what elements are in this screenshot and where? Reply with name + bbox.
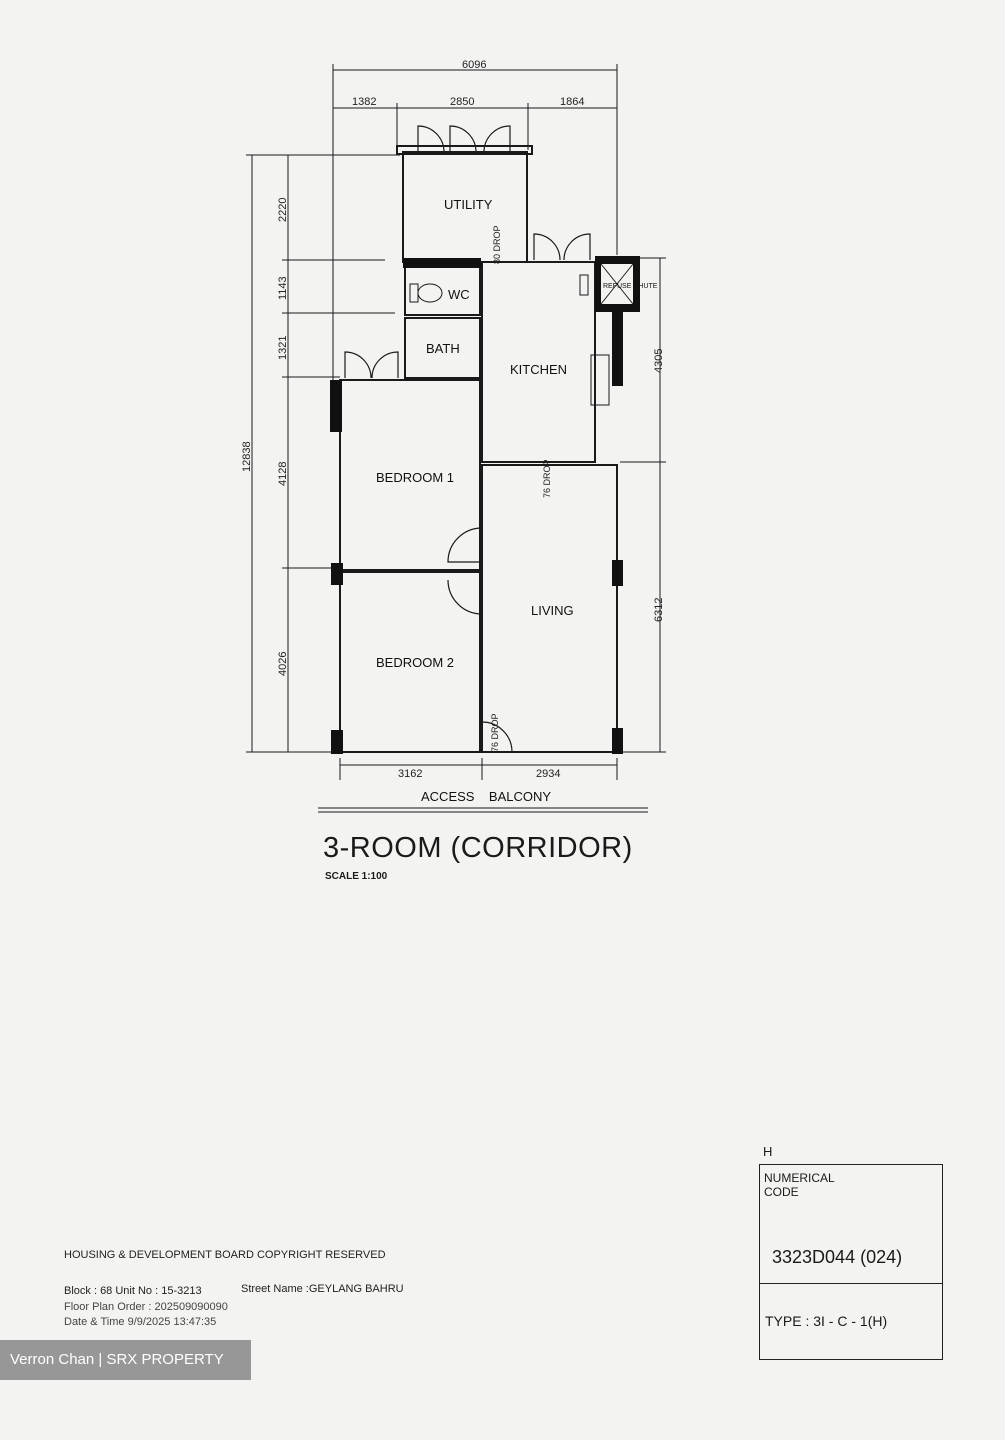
dim-left-4: 4128	[277, 462, 289, 486]
room-bath: BATH	[426, 341, 460, 356]
kitchen-sink-icon	[579, 274, 610, 406]
dimension-lines	[246, 64, 666, 813]
block-unit-text: Block : 68 Unit No : 15-3213	[64, 1285, 202, 1297]
watermark: Verron Chan | SRX PROPERTY	[0, 1340, 251, 1380]
room-labels: UTILITY WC BATH KITCHEN BEDROOM 1 BEDROO…	[241, 59, 665, 804]
floor-plan-order-text: Floor Plan Order : 202509090090	[64, 1301, 228, 1313]
room-kitchen: KITCHEN	[510, 362, 567, 377]
dim-left-5: 4026	[277, 652, 289, 676]
flat-type: TYPE : 3I - C - 1(H)	[765, 1313, 888, 1329]
room-bedroom-1: BEDROOM 1	[376, 470, 454, 485]
refuse-chute-label: REFUSE CHUTE	[603, 283, 658, 290]
structural-columns	[330, 256, 640, 754]
dim-left-2: 1143	[277, 276, 289, 300]
utility-drop: 80 DROP	[492, 225, 502, 264]
refuse-chute-icon	[600, 263, 634, 305]
dim-top-left: 1382	[352, 96, 376, 108]
numerical-code-value: 3323D044 (024)	[772, 1247, 903, 1267]
dim-top-total: 6096	[462, 59, 486, 71]
plan-scale: SCALE 1:100	[325, 871, 388, 882]
dim-bottom-right: 2934	[536, 768, 560, 780]
dim-left-1: 2220	[277, 198, 289, 222]
walls	[339, 145, 618, 753]
wc-toilet-icon	[409, 283, 443, 303]
copyright-text: HOUSING & DEVELOPMENT BOARD COPYRIGHT RE…	[64, 1249, 386, 1261]
dim-left-total: 12838	[241, 441, 253, 472]
room-bedroom-2: BEDROOM 2	[376, 655, 454, 670]
room-utility: UTILITY	[444, 197, 493, 212]
dim-left-3: 1321	[277, 336, 289, 360]
dim-top-right: 1864	[560, 96, 584, 108]
dim-top-mid: 2850	[450, 96, 474, 108]
numerical-code-box: NUMERICAL CODE 3323D044 (024) TYPE : 3I …	[759, 1164, 943, 1360]
living-drop: 76 DROP	[542, 459, 552, 498]
plan-title: 3-ROOM (CORRIDOR)	[323, 832, 633, 864]
dim-right-1: 4305	[653, 349, 665, 373]
date-time-text: Date & Time 9/9/2025 13:47:35	[64, 1316, 217, 1328]
dim-bottom-left: 3162	[398, 768, 422, 780]
room-wc: WC	[448, 287, 470, 302]
dim-right-2: 6312	[653, 598, 665, 622]
corner-mark: H	[763, 1144, 773, 1159]
street-name-text: Street Name :GEYLANG BAHRU	[241, 1283, 404, 1295]
numerical-code-label: NUMERICAL CODE	[764, 1171, 835, 1199]
access-balcony-label: ACCESS BALCONY	[421, 789, 551, 804]
entrance-drop: 76 DROP	[490, 713, 500, 752]
room-living: LIVING	[531, 603, 574, 618]
door-swings	[344, 125, 591, 753]
